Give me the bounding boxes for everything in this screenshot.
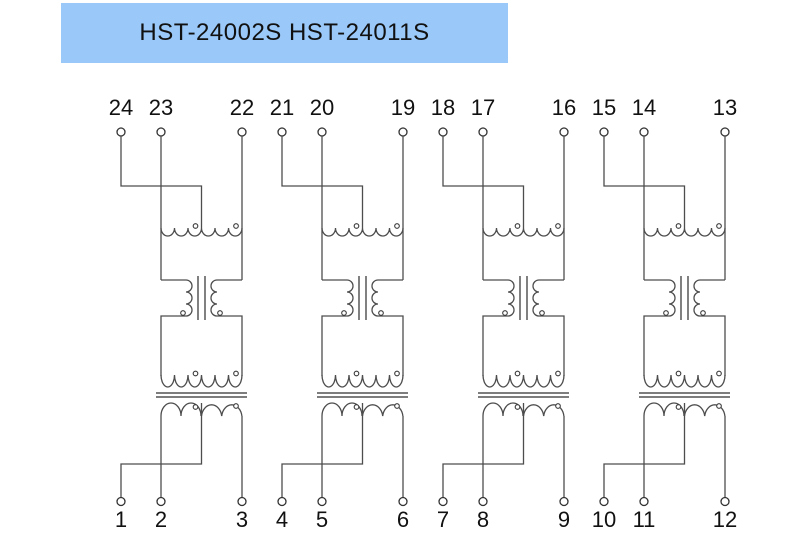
transformer-unit-4 bbox=[599, 127, 731, 507]
transformer-unit-3 bbox=[438, 127, 570, 507]
pin-label-20: 20 bbox=[310, 95, 334, 120]
pin-label-17: 17 bbox=[471, 95, 495, 120]
pin-label-15: 15 bbox=[592, 95, 616, 120]
pin-label-3: 3 bbox=[236, 507, 248, 532]
transformer-unit-2 bbox=[277, 127, 409, 507]
title-banner: HST-24002S HST-24011S bbox=[61, 3, 508, 63]
page-title: HST-24002S HST-24011S bbox=[139, 19, 430, 46]
transformer-unit-1 bbox=[116, 127, 248, 507]
pin-label-1: 1 bbox=[115, 507, 127, 532]
pin-label-24: 24 bbox=[109, 95, 133, 120]
pin-label-9: 9 bbox=[558, 507, 570, 532]
pin-label-6: 6 bbox=[397, 507, 409, 532]
pin-label-23: 23 bbox=[149, 95, 173, 120]
pin-label-11: 11 bbox=[633, 507, 656, 532]
pin-label-8: 8 bbox=[477, 507, 489, 532]
pin-label-22: 22 bbox=[230, 95, 254, 120]
pin-label-18: 18 bbox=[431, 95, 455, 120]
pin-label-5: 5 bbox=[316, 507, 328, 532]
pin-label-19: 19 bbox=[391, 95, 415, 120]
pin-label-12: 12 bbox=[713, 507, 737, 532]
pin-label-2: 2 bbox=[155, 507, 167, 532]
pin-label-7: 7 bbox=[437, 507, 449, 532]
pin-label-16: 16 bbox=[552, 95, 576, 120]
pin-label-14: 14 bbox=[632, 95, 656, 120]
pin-label-21: 21 bbox=[270, 95, 294, 120]
pin-label-4: 4 bbox=[276, 507, 288, 532]
pin-label-10: 10 bbox=[592, 507, 616, 532]
pin-label-13: 13 bbox=[713, 95, 737, 120]
